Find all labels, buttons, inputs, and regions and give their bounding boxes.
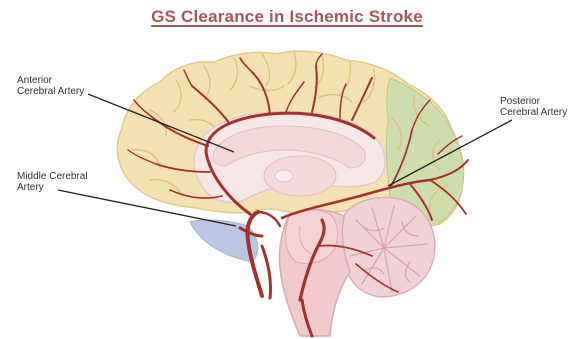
anterior-cerebral-artery-label: Anterior Cerebral Artery xyxy=(17,75,84,97)
pons xyxy=(285,210,337,264)
posterior-cerebral-artery-label: Posterior Cerebral Artery xyxy=(500,96,567,118)
middle-cerebral-artery-label: Middle Cerebral Artery xyxy=(17,171,88,193)
thalamic-nucleus xyxy=(275,170,293,182)
